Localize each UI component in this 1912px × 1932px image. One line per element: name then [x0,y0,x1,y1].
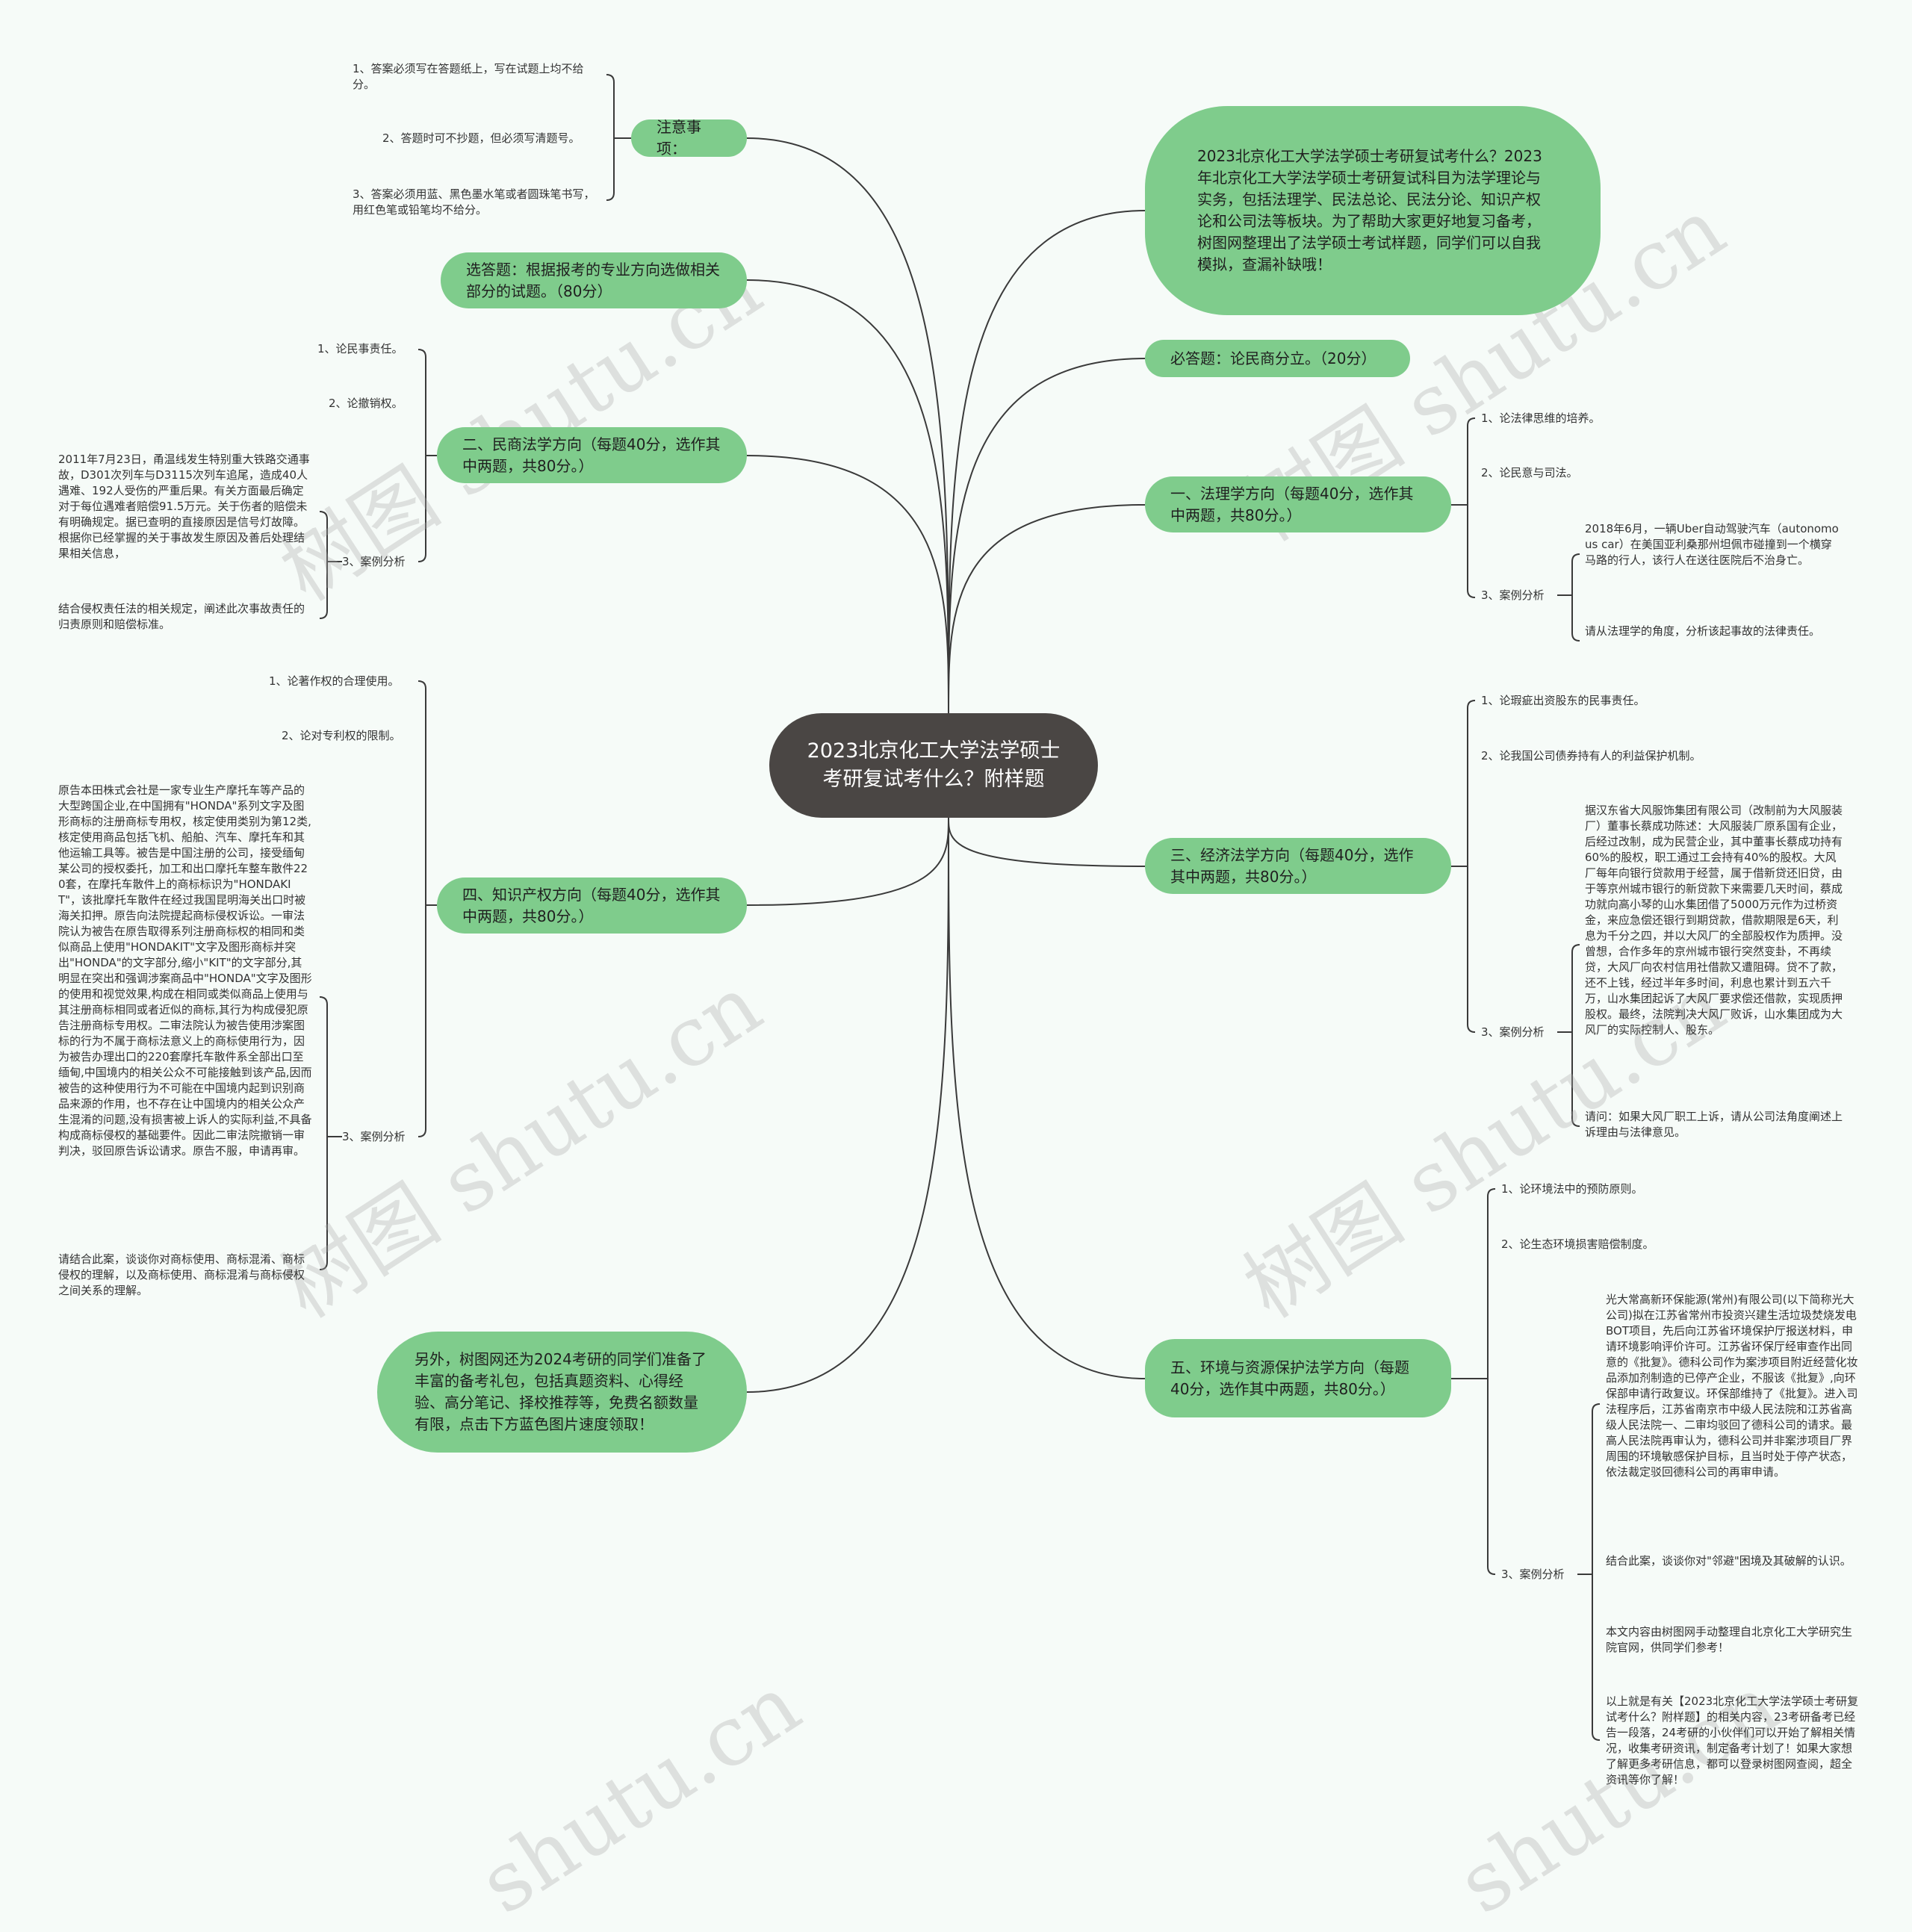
required-node[interactable]: 必答题：论民商分立。（20分） [1145,340,1410,377]
civil-case-text: 2011年7月23日，甬温线发生特别重大铁路交通事故，D301次列车与D3115… [58,453,310,560]
ip-case-label: 3、案例分析 [342,1130,406,1143]
civil-law-node[interactable]: 二、民商法学方向（每题40分，选作其中两题，共80分。） [437,427,747,483]
economic-case-bracket [1571,944,1580,1127]
civil-case-question: 结合侵权责任法的相关规定，阐述此次事故责任的归责原则和赔偿标准。 [58,602,305,631]
jurisprudence-case-text: 2018年6月，一辆Uber自动驾驶汽车（autonomous car）在美国亚… [1585,522,1839,567]
notice-bracket [606,74,615,201]
connector-lines [319,74,1601,1741]
elective-node[interactable]: 选答题：根据报考的专业方向选做相关部分的试题。（80分） [441,252,747,308]
notice-item: 1、答案必须写在答题纸上，写在试题上均不给分。 [353,62,584,91]
environment-closing-note: 以上就是有关【2023北京化工大学法学硕士考研复试考什么？附样题】的相关内容，2… [1606,1695,1859,1786]
economic-case-question: 请问：如果大风厂职工上诉，请从公司法角度阐述上诉理由与法律意见。 [1585,1110,1843,1139]
ip-law-node[interactable]: 四、知识产权方向（每题40分，选作其中两题，共80分。） [437,878,747,934]
jurisprudence-case-bracket [1571,553,1580,642]
intro-node[interactable]: 2023北京化工大学法学硕士考研复试考什么？2023年北京化工大学法学硕士考研复… [1145,106,1601,315]
branch-connector [746,455,949,714]
ip-case-question: 请结合此案，谈谈你对商标使用、商标混淆、商标侵权的理解，以及商标使用、商标混淆与… [58,1252,305,1297]
notice-node[interactable]: 注意事项： [631,118,747,158]
civil-item: 1、论民事责任。 [317,342,403,355]
jurisprudence-item: 1、论法律思维的培养。 [1481,411,1601,425]
economic-case-label: 3、案例分析 [1481,1025,1545,1039]
environment-source-note: 本文内容由树图网手动整理自北京化工大学研究生院官网，供同学们参考！ [1606,1625,1853,1654]
economic-item: 1、论瑕疵出资股东的民事责任。 [1481,694,1645,707]
gift-node[interactable]: 另外，树图网还为2024考研的同学们准备了丰富的备考礼包，包括真题资料、心得经验… [377,1332,747,1453]
ip-item: 1、论著作权的合理使用。 [269,674,400,688]
branch-connector [948,358,1146,714]
notice-item: 2、答题时可不抄题，但必须写清题号。 [382,131,580,145]
branch-connector [746,137,949,714]
civil-item: 2、论撤销权。 [329,397,403,410]
ip-bracket [418,680,426,1137]
environment-bracket [1487,1188,1496,1575]
environment-law-node[interactable]: 五、环境与资源保护法学方向（每题40分，选作其中两题，共80分。） [1145,1339,1451,1417]
branch-connector [746,817,949,906]
branch-connector [948,817,1146,867]
notice-item: 3、答案必须用蓝、黑色墨水笔或者圆珠笔书写，用红色笔或铅笔均不给分。 [353,187,595,217]
ip-item: 2、论对专利权的限制。 [282,729,401,742]
jurisprudence-case-label: 3、案例分析 [1481,588,1545,602]
mindmap-canvas: 树图 shutu.cn 树图 shutu.cn 树图 shutu.cn 树图 s… [58,62,1859,1932]
root-topic[interactable]: 2023北京化工大学法学硕士考研复试考什么？附样题 [769,713,1098,818]
environment-case-bracket [1592,1403,1601,1741]
jurisprudence-bracket [1467,417,1476,598]
civil-bracket [418,349,426,562]
branch-connector [746,279,949,714]
jurisprudence-item: 2、论民意与司法。 [1481,466,1578,479]
environment-item: 2、论生态环境损害赔偿制度。 [1501,1237,1654,1251]
environment-case-question: 结合此案，谈谈你对"邻避"困境及其破解的认识。 [1606,1554,1852,1568]
environment-case-text: 光大常高新环保能源(常州)有限公司(以下简称光大公司)拟在江苏省常州市投资兴建生… [1606,1293,1858,1479]
jurisprudence-node[interactable]: 一、法理学方向（每题40分，选作其中两题，共80分。） [1145,476,1451,532]
economic-item: 2、论我国公司债券持有人的利益保护机制。 [1481,749,1701,762]
civil-case-bracket [319,511,328,619]
economic-case-text: 据汉东省大风服饰集团有限公司（改制前为大风服装厂）董事长蔡成功陈述：大风服装厂原… [1585,804,1843,1037]
branch-connector [948,210,1146,714]
ip-case-text: 原告本田株式会社是一家专业生产摩托车等产品的大型跨国企业,在中国拥有"HONDA… [58,783,312,1158]
jurisprudence-case-question: 请从法理学的角度，分析该起事故的法律责任。 [1585,624,1821,638]
branch-connector [746,817,949,1393]
economic-bracket [1467,700,1476,1033]
civil-case-label: 3、案例分析 [342,555,406,568]
environment-item: 1、论环境法中的预防原则。 [1501,1182,1643,1196]
ip-case-bracket [319,996,328,1270]
branch-connector [948,817,1146,1379]
branch-connector [948,504,1146,714]
environment-case-label: 3、案例分析 [1501,1568,1565,1581]
economic-law-node[interactable]: 三、经济法学方向（每题40分，选作其中两题，共80分。） [1145,838,1451,894]
